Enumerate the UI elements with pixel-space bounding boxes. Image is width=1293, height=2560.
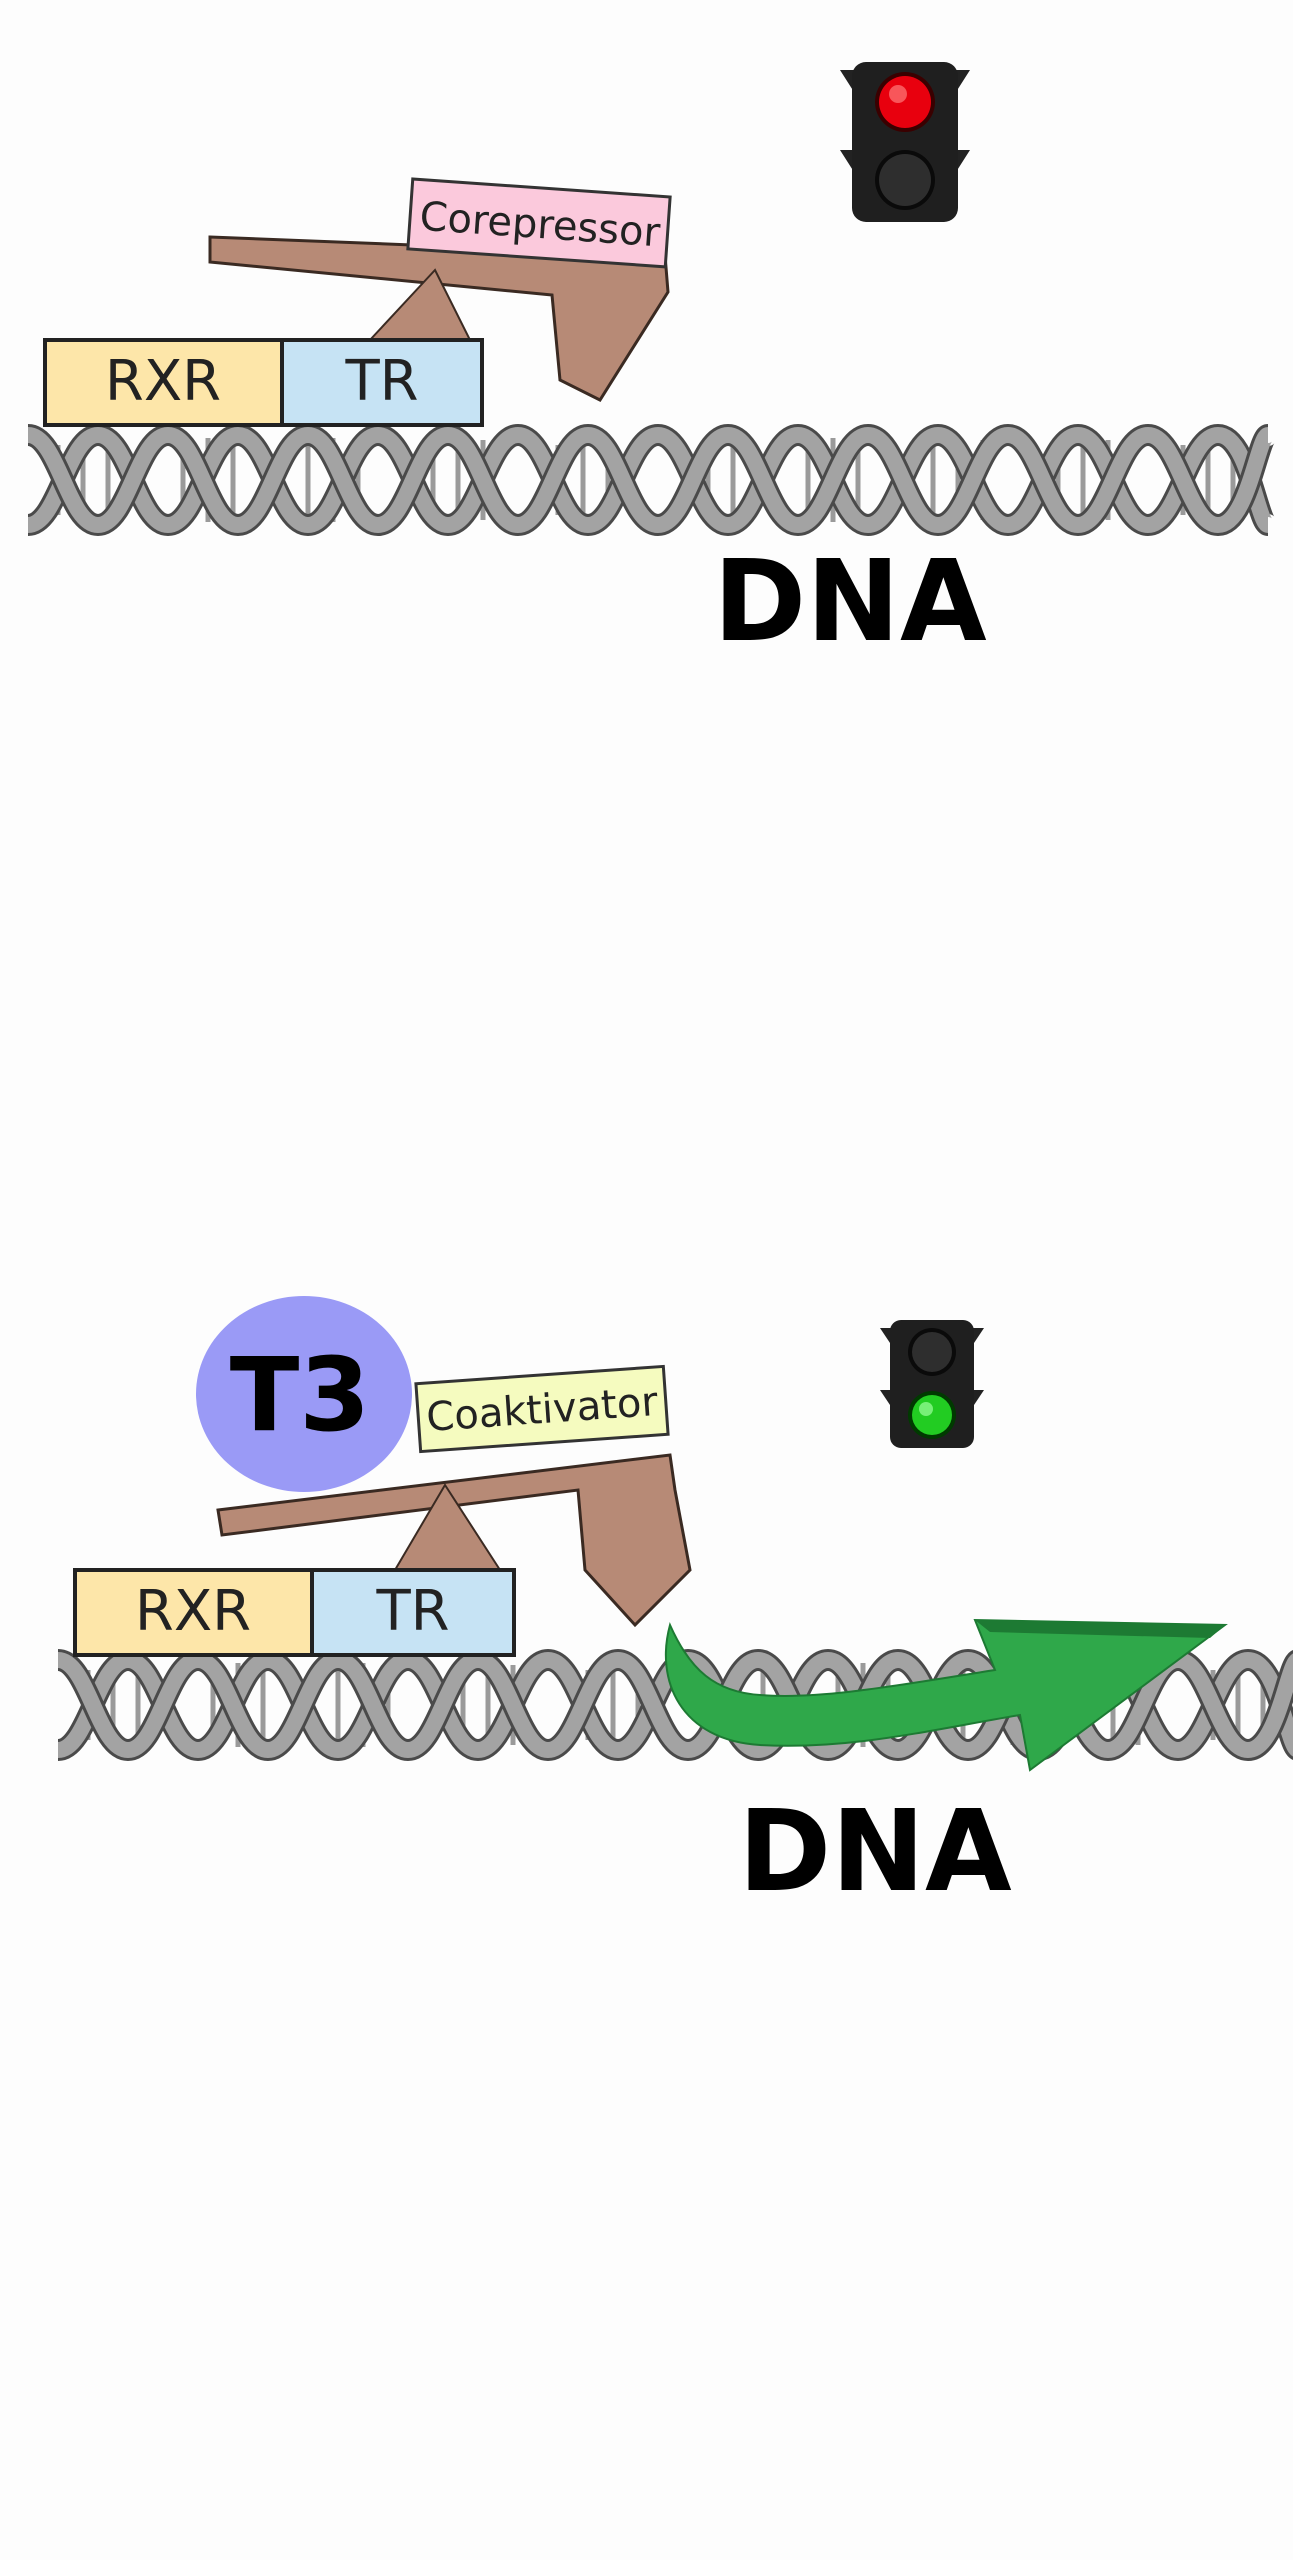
- tr-box-top: TR: [280, 338, 484, 427]
- traffic-light-green-icon: [880, 1320, 984, 1448]
- dna-label-bottom: DNA: [738, 1787, 1012, 1917]
- coactivator-box: Coaktivator: [414, 1364, 670, 1454]
- tr-label-top: TR: [344, 349, 418, 414]
- tr-box-bottom: TR: [310, 1568, 516, 1657]
- panel-activated: Coaktivator T3 RXR TR DNA: [0, 1240, 1293, 2140]
- rxr-label-top: RXR: [105, 349, 221, 414]
- t3-hormone: T3: [196, 1296, 412, 1492]
- transcription-arrow-icon: [664, 1618, 1228, 1772]
- tr-label-bottom: TR: [375, 1579, 449, 1644]
- rxr-label-bottom: RXR: [135, 1579, 251, 1644]
- panel-repressed: Corepressor RXR TR DNA: [0, 0, 1293, 760]
- rxr-box-bottom: RXR: [73, 1568, 314, 1657]
- t3-label: T3: [230, 1336, 371, 1455]
- rxr-box-top: RXR: [43, 338, 284, 427]
- traffic-light-red-icon: [840, 62, 970, 222]
- dna-label-top: DNA: [713, 537, 987, 667]
- corepressor-box: Corepressor: [406, 177, 672, 269]
- dna-helix-top: [28, 430, 1268, 530]
- coactivator-lever: [216, 1453, 692, 1628]
